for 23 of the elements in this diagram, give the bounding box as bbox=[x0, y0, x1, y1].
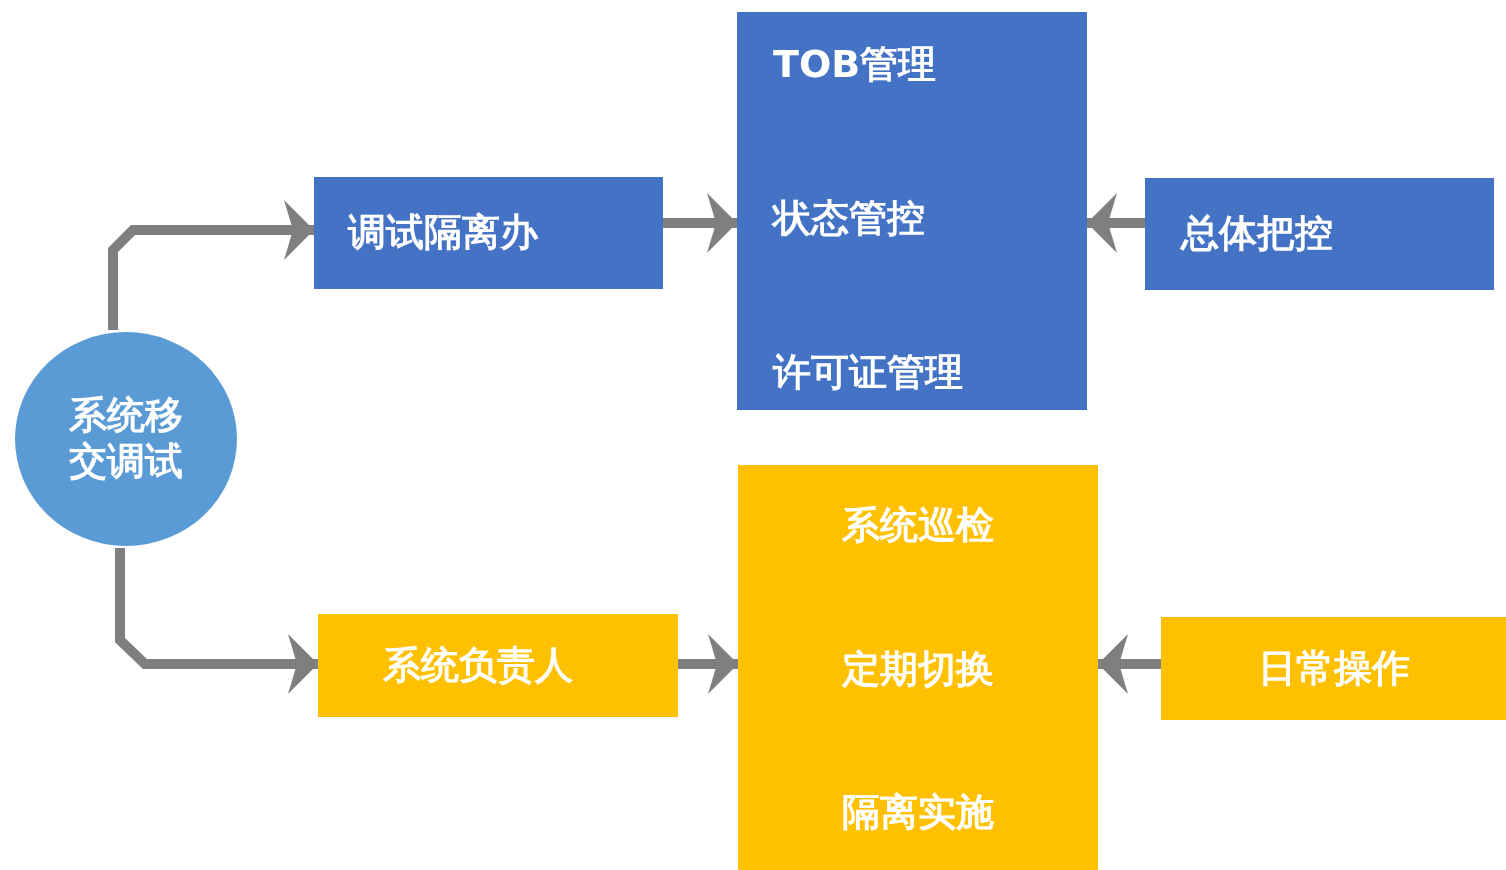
node-label: 调试隔离办 bbox=[348, 210, 538, 256]
process-box bbox=[314, 177, 663, 289]
arrow bbox=[1098, 634, 1161, 694]
arrow bbox=[108, 200, 314, 330]
node-label: 系统巡检 bbox=[842, 503, 994, 549]
node-label: 状态管控 bbox=[773, 196, 925, 242]
arrow bbox=[663, 193, 737, 253]
arrow bbox=[678, 634, 738, 694]
node-label: TOB管理 bbox=[773, 42, 937, 88]
node-label: 许可证管理 bbox=[773, 350, 963, 396]
node-label: 日常操作 bbox=[1257, 645, 1410, 692]
node-label: 定期切换 bbox=[842, 646, 994, 693]
node-label: 总体把控 bbox=[1181, 211, 1333, 257]
arrow bbox=[115, 548, 318, 694]
group-box bbox=[737, 12, 1087, 410]
process-box bbox=[318, 614, 678, 717]
process-box bbox=[1161, 617, 1506, 720]
arrow bbox=[1087, 193, 1145, 253]
node-label: 系统移交调试 bbox=[69, 393, 183, 485]
group-box bbox=[738, 465, 1098, 870]
node-label: 系统负责人 bbox=[383, 642, 573, 689]
process-box bbox=[1145, 178, 1494, 290]
node-label: 隔离实施 bbox=[842, 790, 994, 836]
